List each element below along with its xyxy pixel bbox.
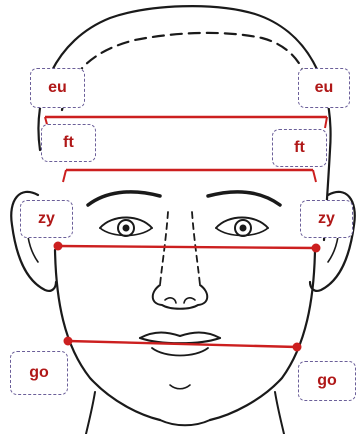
label-go-right: go [298,361,356,401]
label-ft-left: ft [41,124,96,162]
go-right-point [293,343,302,352]
label-zy-left: zy [20,200,73,238]
eu-right-connector [325,117,327,128]
zy-left-point [54,242,63,251]
ft-left-connector [63,170,66,182]
label-eu-left: eu [30,68,85,108]
zy-right-point [312,244,321,253]
go-go-line [68,341,297,347]
ft-right-connector [313,170,316,182]
go-left-point [64,337,73,346]
label-zy-right: zy [300,200,353,238]
zy-zy-line [58,246,316,248]
label-eu-right: eu [298,68,350,108]
label-ft-right: ft [272,129,327,167]
label-go-left: go [10,351,68,395]
